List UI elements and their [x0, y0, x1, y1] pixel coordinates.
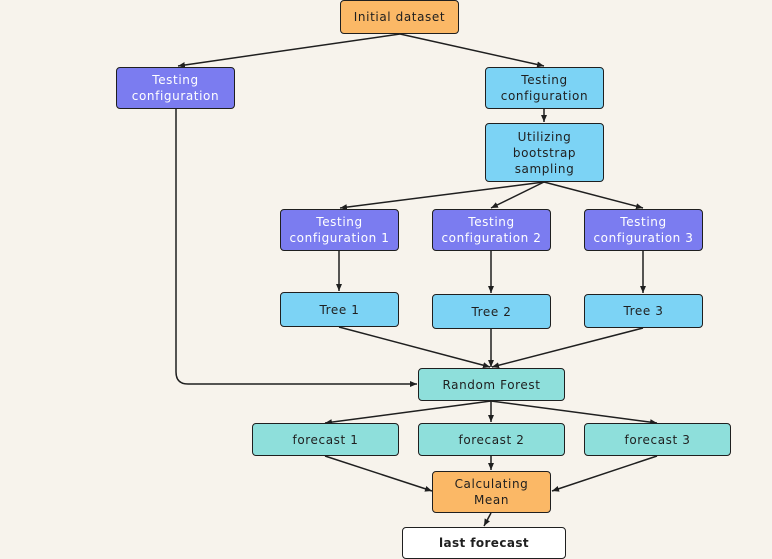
node-last-forecast: last forecast	[402, 527, 566, 559]
node-testing-configuration-left: Testing configuration	[116, 67, 235, 109]
node-calculating-mean: Calculating Mean	[432, 471, 551, 513]
node-forecast-2: forecast 2	[418, 423, 565, 456]
edge-initial-to-config-right	[399, 33, 545, 68]
node-random-forest: Random Forest	[418, 368, 565, 401]
edge-forest-to-forecast-1	[324, 400, 492, 426]
edge-tree-1-to-forest	[338, 326, 491, 369]
node-bootstrap-sampling: Utilizing bootstrap sampling	[485, 123, 604, 182]
edge-bootstrap-to-config-2	[490, 181, 545, 209]
node-testing-configuration-2: Testing configuration 2	[432, 209, 551, 251]
node-testing-configuration-1: Testing configuration 1	[280, 209, 399, 251]
node-forecast-3: forecast 3	[584, 423, 731, 456]
edge-mean-to-last-forecast	[483, 512, 492, 527]
node-testing-configuration-3: Testing configuration 3	[584, 209, 703, 251]
edge-forest-to-forecast-3	[490, 400, 658, 426]
node-tree-3: Tree 3	[584, 294, 703, 328]
node-forecast-1: forecast 1	[252, 423, 399, 456]
edge-config-left-to-forest	[175, 109, 417, 387]
edge-initial-to-config-left	[177, 33, 401, 68]
edge-bootstrap-to-config-1	[339, 181, 545, 211]
edge-forecast-1-to-mean	[324, 455, 433, 492]
edge-tree-3-to-forest	[491, 327, 644, 369]
node-initial-dataset: Initial dataset	[340, 0, 459, 34]
edge-bootstrap-to-config-3	[543, 181, 644, 210]
node-tree-1: Tree 1	[280, 292, 399, 327]
node-testing-configuration-right: Testing configuration	[485, 67, 604, 109]
node-tree-2: Tree 2	[432, 294, 551, 329]
edge-forecast-3-to-mean	[551, 455, 658, 492]
